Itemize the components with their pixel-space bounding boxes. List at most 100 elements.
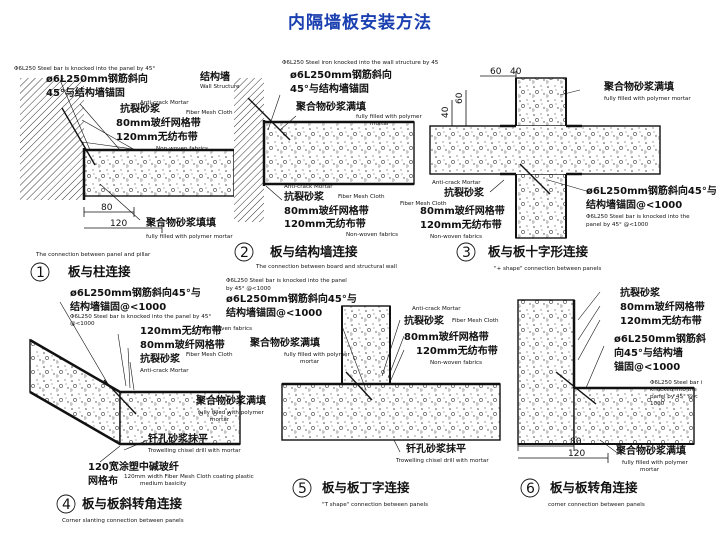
p4-anticrack-zh: 抗裂砂浆 [140,352,181,365]
p3-mesh-en: Fiber Mesh Cloth [400,201,447,207]
p1-poly-en: fully filled with polymer mortar [146,234,233,240]
p2-steel-en: Φ6L250 Steel iron knocked into the wall … [282,60,439,66]
p4-poly-en2: mortar [210,417,230,423]
panel-4-caption: 板与板斜转角连接 [82,496,183,511]
p3-poly-zh: 聚合物砂浆满填 [603,80,674,93]
panel-2-caption: 板与结构墙连接 [270,244,358,259]
p6-poly-en2: mortar [640,467,660,473]
p1-steel-zh2: 45°与结构墙锚固 [46,86,125,99]
p5-steel-en1: Φ6L250 Steel bar is knocked into the pan… [226,278,347,284]
p5-fabric-en: Non-woven fabrics [430,360,482,366]
panel-3-cross-connection: 60 40 40 60 聚合物砂浆满填 fully filled with po… [400,67,717,272]
p1-poly-zh: 聚合物砂浆填填 [145,216,216,229]
dim-60-top: 60 [490,67,502,77]
p6-steel-en4: 1000 [650,401,665,407]
p1-fabric-zh: 120mm无纺布带 [116,130,198,143]
panel-1-number-circle [30,262,50,282]
p2-poly-en1: fully filled with polymer [356,114,422,120]
steel-bar-line [103,379,137,415]
p5-poly-zh: 聚合物砂浆满填 [249,336,320,349]
p3-steel-zh1: ø6L250mm钢筋斜向45°与 [586,184,717,197]
panel-5-t-shape-connection: Φ6L250 Steel bar is knocked into the pan… [226,278,501,508]
structural-wall-shape [234,78,264,222]
p3-steel-zh2: 结构墙锚固@<1000 [586,198,682,211]
dim-120: 120 [110,219,127,229]
p1-caption-en: The connection between panel and pillar [35,252,151,258]
p2-anticrack-zh: 抗裂砂浆 [284,190,325,203]
p6-steel-zh1: ø6L250mm钢筋斜 [614,332,706,345]
panel-2-number: 2 [240,245,249,261]
p5-poly-en1: fully filled with polymer [284,352,350,358]
p6-steel-en1: Φ6L250 Steel bar i [650,380,703,386]
p3-fabric-en: Non-woven fabrics [430,234,482,240]
panel-4-number-circle [56,494,76,514]
steel-bar-line [61,107,96,166]
p2-poly-en2: mortar [370,121,390,127]
p6-mesh-zh: 80mm玻纤网格带 [620,300,705,313]
p6-anticrack-zh: 抗裂砂浆 [620,286,661,299]
p5-chisel-en: Trowelling chisel drill with mortar [395,458,489,464]
panel-6-number: 6 [526,481,535,497]
vertical-panel-shape [517,299,575,445]
panel-3-caption: 板与板十字形连接 [488,244,589,259]
dim-40-side: 40 [441,106,451,118]
p1-mesh-en: Fiber Mesh Cloth [186,110,233,116]
panel-3-number-circle [456,242,476,262]
p4-mesh-en: Fiber Mesh Cloth [186,352,233,358]
p4-fabric-zh: 120mm无纺布带 [140,324,222,337]
panel-shape [83,149,235,197]
p5-anticrack-zh: 抗裂砂浆 [404,314,445,327]
p6-steel-en2: knocked into the [650,387,697,393]
p4-coat-en2: medium basicity [140,481,187,487]
p6-fabric-zh: 120mm无纺布带 [620,314,702,327]
slanted-panel-shape [29,338,121,446]
p4-coat-zh1: 120宽涂塑中碱玻纤 [88,460,179,473]
panel-4-slanting-corner-connection: ø6L250mm钢筋斜向45°与 结构墙锚固@<1000 Φ6L250 Stee… [29,286,266,524]
p2-anticrack-en: Anti-crack Mortar [284,184,333,190]
p1-steel-zh1: ø6L250mm钢筋斜向 [46,72,148,85]
p5-anticrack-en: Anti-crack Mortar [412,306,461,312]
panel-1-pillar-connection: 80 120 Φ6L250 Steel bar is knocked into … [14,66,235,282]
p3-poly-en: fully filled with polymer mortar [604,96,691,102]
p4-chisel-en: Trowelling chisel drill with mortar [147,448,241,454]
panel-5-number: 5 [298,481,307,497]
panel-2-number-circle [234,242,254,262]
panel-2-structural-wall-connection: Φ6L250 Steel iron knocked into the wall … [200,60,439,270]
panel-5-number-circle [292,478,312,498]
p5-caption-en: "T shape" connection between panels [322,502,428,508]
panel-3-number: 3 [462,245,471,261]
p5-steel-zh1: ø6L250mm钢筋斜向45°与 [226,292,357,305]
p3-steel-en1: Φ6L250 Steel bar is knocked into the [586,214,690,220]
p2-fabric-en: Non-woven fabrics [346,232,398,238]
p4-coat-en1: 120mm width Fiber Mesh Cloth coating pla… [124,474,254,480]
p3-anticrack-en: Anti-crack Mortar [432,180,481,186]
pillar-shape [20,78,84,200]
p6-steel-zh2: 向45°与结构墙 [614,346,683,359]
p1-steel-en: Φ6L250 Steel bar is knocked into the pan… [14,66,155,72]
p5-mesh-en: Fiber Mesh Cloth [452,318,499,324]
p3-fabric-zh: 120mm无纺布带 [420,218,502,231]
p5-fabric-zh: 120mm无纺布带 [416,344,498,357]
p2-caption-en: The connection between board and structu… [255,264,397,270]
p4-anticrack-en: Anti-crack Mortar [140,368,189,374]
p4-fabric-en: Non-woven fabrics [200,326,252,332]
p5-mesh-zh: 80mm玻纤网格带 [404,330,489,343]
panel-4-number: 4 [62,497,71,513]
p6-steel-en3: panel by 45° @< [650,394,698,400]
p2-steel-zh1: ø6L250mm钢筋斜向 [290,68,392,81]
p4-coat-zh2: 网格布 [88,474,118,487]
p6-steel-zh3: 锚固@<1000 [614,360,680,373]
p1-mesh-zh: 80mm玻纤网格带 [116,116,201,129]
p1-anticrack-en: Anti-crack Mortar [140,100,189,106]
p4-steel-zh2: 结构墙锚固@<1000 [70,300,166,313]
p4-steel-zh1: ø6L250mm钢筋斜向45°与 [70,286,201,299]
panel-6-number-circle [520,478,540,498]
p4-steel-en1: Φ6L250 Steel bar is knocked into the pan… [70,314,211,320]
panel-1-number: 1 [36,265,45,281]
panel-shape [263,121,415,185]
p3-steel-en2: panel by 45° @<1000 [586,222,649,228]
p4-poly-zh: 聚合物砂浆满填 [195,394,266,407]
dim-120: 120 [568,449,585,459]
p3-mesh-zh: 80mm玻纤网格带 [420,204,505,217]
